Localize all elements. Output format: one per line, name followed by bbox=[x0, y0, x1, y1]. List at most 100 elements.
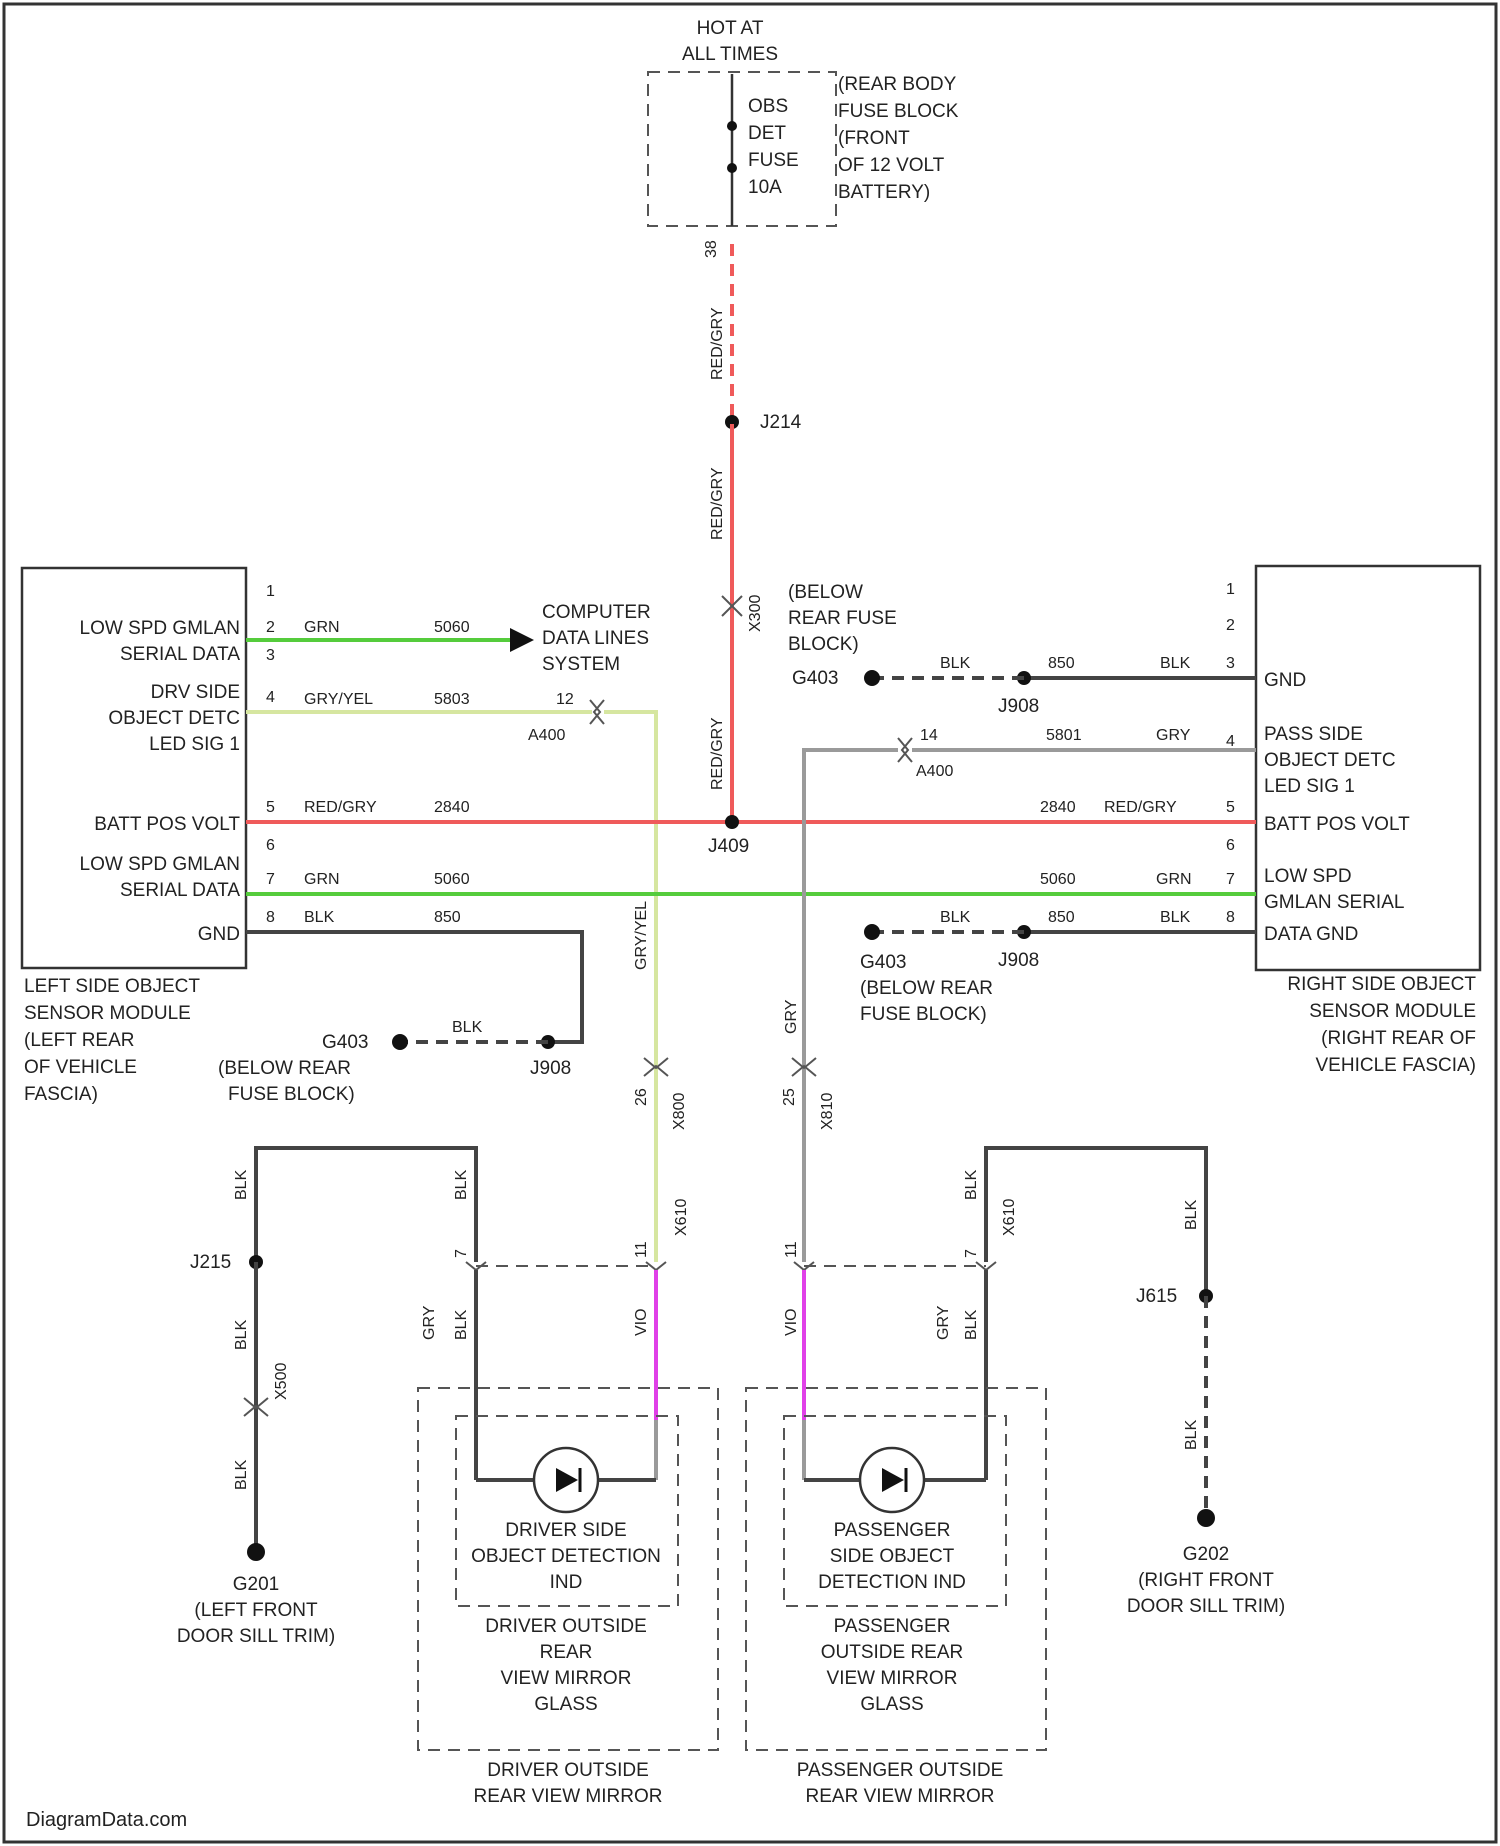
a400-pin-12: 12 bbox=[556, 691, 574, 708]
fuse-terminal-top bbox=[727, 121, 737, 131]
left-module-name-line4: OF VEHICLE bbox=[24, 1057, 137, 1078]
passenger-outside-rear-view-mirror: BLK BLK X610 J615 BLK G202 (RIGHT FRONT … bbox=[746, 1148, 1285, 1807]
right-side-object-sensor-module: 1 2 3 4 5 6 7 8 GND PASS SIDE OBJECT DET… bbox=[1226, 566, 1480, 1076]
right-p7-wire-circuit: 5060 bbox=[1040, 871, 1076, 888]
ground-g202 bbox=[1197, 1509, 1215, 1527]
ground-g202-label: G202 bbox=[1183, 1544, 1229, 1565]
right-module-name-line3: (RIGHT REAR OF bbox=[1321, 1028, 1476, 1049]
ground-g403-left-loc-line1: (BELOW REAR bbox=[218, 1058, 351, 1079]
right-pin-1: 1 bbox=[1226, 581, 1235, 598]
right-pin-7: 7 bbox=[1226, 871, 1235, 888]
right-p8-wire-circuit: 850 bbox=[1048, 909, 1075, 926]
right-p8-func: DATA GND bbox=[1264, 924, 1358, 945]
left-side-object-sensor-module: 1 2 3 4 5 6 7 8 LOW SPD GMLAN SERIAL DAT… bbox=[22, 568, 275, 1105]
driver-ind-line3: IND bbox=[550, 1572, 583, 1593]
right-p4-func-line2: OBJECT DETC bbox=[1264, 750, 1396, 771]
ground-g403-left-label: G403 bbox=[322, 1032, 368, 1053]
left-module-name-line3: (LEFT REAR bbox=[24, 1030, 135, 1051]
left-p8-func: GND bbox=[198, 924, 240, 945]
a400-pin-14: 14 bbox=[920, 727, 938, 744]
pass-vio-label: VIO bbox=[783, 1308, 800, 1336]
arrow-to-computer-data-lines bbox=[510, 628, 534, 652]
left-pin-6: 6 bbox=[266, 837, 275, 854]
ground-g403-right-bottom-loc-line1: (BELOW REAR bbox=[860, 978, 993, 999]
left-p2-wire-circuit: 5060 bbox=[434, 619, 470, 636]
left-p7-wire-color: GRN bbox=[304, 871, 340, 888]
ground-g201-loc-line2: DOOR SILL TRIM) bbox=[177, 1626, 335, 1647]
ground-g403-right-bottom-loc-line2: FUSE BLOCK) bbox=[860, 1004, 987, 1025]
pass-glass-line3: VIEW MIRROR bbox=[827, 1668, 958, 1689]
right-p4-func-line3: LED SIG 1 bbox=[1264, 776, 1355, 797]
left-p4-func-line1: DRV SIDE bbox=[151, 682, 240, 703]
blk-label-g403-right-top: BLK bbox=[940, 655, 971, 672]
rear-body-fuse-block-outline bbox=[648, 72, 836, 226]
driver-mirror-conn-label: X610 bbox=[673, 1199, 690, 1236]
below-rear-fuse-line3: BLOCK) bbox=[788, 634, 859, 655]
left-module-name-line5: FASCIA) bbox=[24, 1084, 98, 1105]
left-pin-3: 3 bbox=[266, 647, 275, 664]
below-rear-fuse-line1: (BELOW bbox=[788, 582, 863, 603]
ground-g201-label: G201 bbox=[233, 1574, 279, 1595]
ground-g201 bbox=[247, 1543, 265, 1561]
blk-label-g403-left: BLK bbox=[452, 1019, 483, 1036]
driver-mirror-line2: REAR VIEW MIRROR bbox=[474, 1786, 663, 1807]
wire-color-red-gry-3: RED/GRY bbox=[709, 717, 726, 790]
hot-at-all-times-line1: HOT AT bbox=[697, 18, 764, 39]
diagram-frame bbox=[4, 4, 1496, 1842]
ground-g403-left-loc-line2: FUSE BLOCK) bbox=[228, 1084, 355, 1105]
computer-data-lines-line1: COMPUTER bbox=[542, 602, 651, 623]
ground-g403-left bbox=[392, 1034, 408, 1050]
splice-j908-left-label: J908 bbox=[530, 1058, 571, 1079]
right-pin-6: 6 bbox=[1226, 837, 1235, 854]
right-module-name-line1: RIGHT SIDE OBJECT bbox=[1287, 974, 1476, 995]
connector-x810-label: X810 bbox=[819, 1093, 836, 1130]
left-p7-func-line2: SERIAL DATA bbox=[120, 880, 240, 901]
connector-a400-left-label: A400 bbox=[528, 727, 565, 744]
wire-color-red-gry-2: RED/GRY bbox=[709, 467, 726, 540]
fuse-block-loc-line3: (FRONT bbox=[838, 128, 910, 149]
ground-g201-loc-line1: (LEFT FRONT bbox=[194, 1600, 318, 1621]
splice-j615-label: J615 bbox=[1136, 1286, 1177, 1307]
left-p5-wire-circuit: 2840 bbox=[434, 799, 470, 816]
right-p7-func-line2: GMLAN SERIAL bbox=[1264, 892, 1404, 913]
fuse-label-line3: FUSE bbox=[748, 150, 799, 171]
pass-ind-line2: SIDE OBJECT bbox=[830, 1546, 955, 1567]
right-p3-wire-circuit: 850 bbox=[1048, 655, 1075, 672]
blk-wire-left-p8 bbox=[246, 932, 582, 1042]
ground-g202-loc-line2: DOOR SILL TRIM) bbox=[1127, 1596, 1285, 1617]
ground-g403-right-bottom bbox=[864, 924, 880, 940]
ground-g202-loc-line1: (RIGHT FRONT bbox=[1138, 1570, 1274, 1591]
right-pin-5: 5 bbox=[1226, 799, 1235, 816]
right-module-wires: 850 BLK J908 BLK G403 (BELOW REAR FUSE B… bbox=[783, 582, 1256, 1262]
pass-mirror-pin-11: 11 bbox=[783, 1241, 800, 1258]
driver-blk-label-5: BLK bbox=[453, 1309, 470, 1340]
pass-mirror-line1: PASSENGER OUTSIDE bbox=[797, 1760, 1004, 1781]
splice-j409 bbox=[725, 815, 739, 829]
right-module-name-line4: VEHICLE FASCIA) bbox=[1316, 1055, 1477, 1076]
pass-blk-label-2: BLK bbox=[1183, 1199, 1200, 1230]
right-p5-wire-circuit: 2840 bbox=[1040, 799, 1076, 816]
right-p5-wire-color: RED/GRY bbox=[1104, 799, 1177, 816]
left-p4-func-line2: OBJECT DETC bbox=[108, 708, 240, 729]
connector-x800-label: X800 bbox=[671, 1093, 688, 1130]
computer-data-lines-line3: SYSTEM bbox=[542, 654, 620, 675]
left-module-name-line1: LEFT SIDE OBJECT bbox=[24, 976, 200, 997]
left-p7-func-line1: LOW SPD GMLAN bbox=[80, 854, 240, 875]
left-pin-1: 1 bbox=[266, 583, 275, 600]
below-rear-fuse-line2: REAR FUSE bbox=[788, 608, 897, 629]
pass-gry-label: GRY bbox=[935, 1305, 952, 1340]
driver-ind-line2: OBJECT DETECTION bbox=[471, 1546, 661, 1567]
left-p5-wire-color: RED/GRY bbox=[304, 799, 377, 816]
right-p4-wire-circuit: 5801 bbox=[1046, 727, 1082, 744]
left-p8-wire-circuit: 850 bbox=[434, 909, 461, 926]
left-pin-4: 4 bbox=[266, 689, 275, 706]
left-p4-wire-color: GRY/YEL bbox=[304, 691, 373, 708]
driver-blk-label-1: BLK bbox=[233, 1169, 250, 1200]
gry-yel-wire-to-driver-mirror bbox=[604, 712, 656, 1262]
right-p7-func-line1: LOW SPD bbox=[1264, 866, 1352, 887]
pass-blk-label-4: BLK bbox=[963, 1309, 980, 1340]
left-p8-wire-color: BLK bbox=[304, 909, 335, 926]
right-p4-func-line1: PASS SIDE bbox=[1264, 724, 1363, 745]
watermark: DiagramData.com bbox=[26, 1809, 187, 1831]
